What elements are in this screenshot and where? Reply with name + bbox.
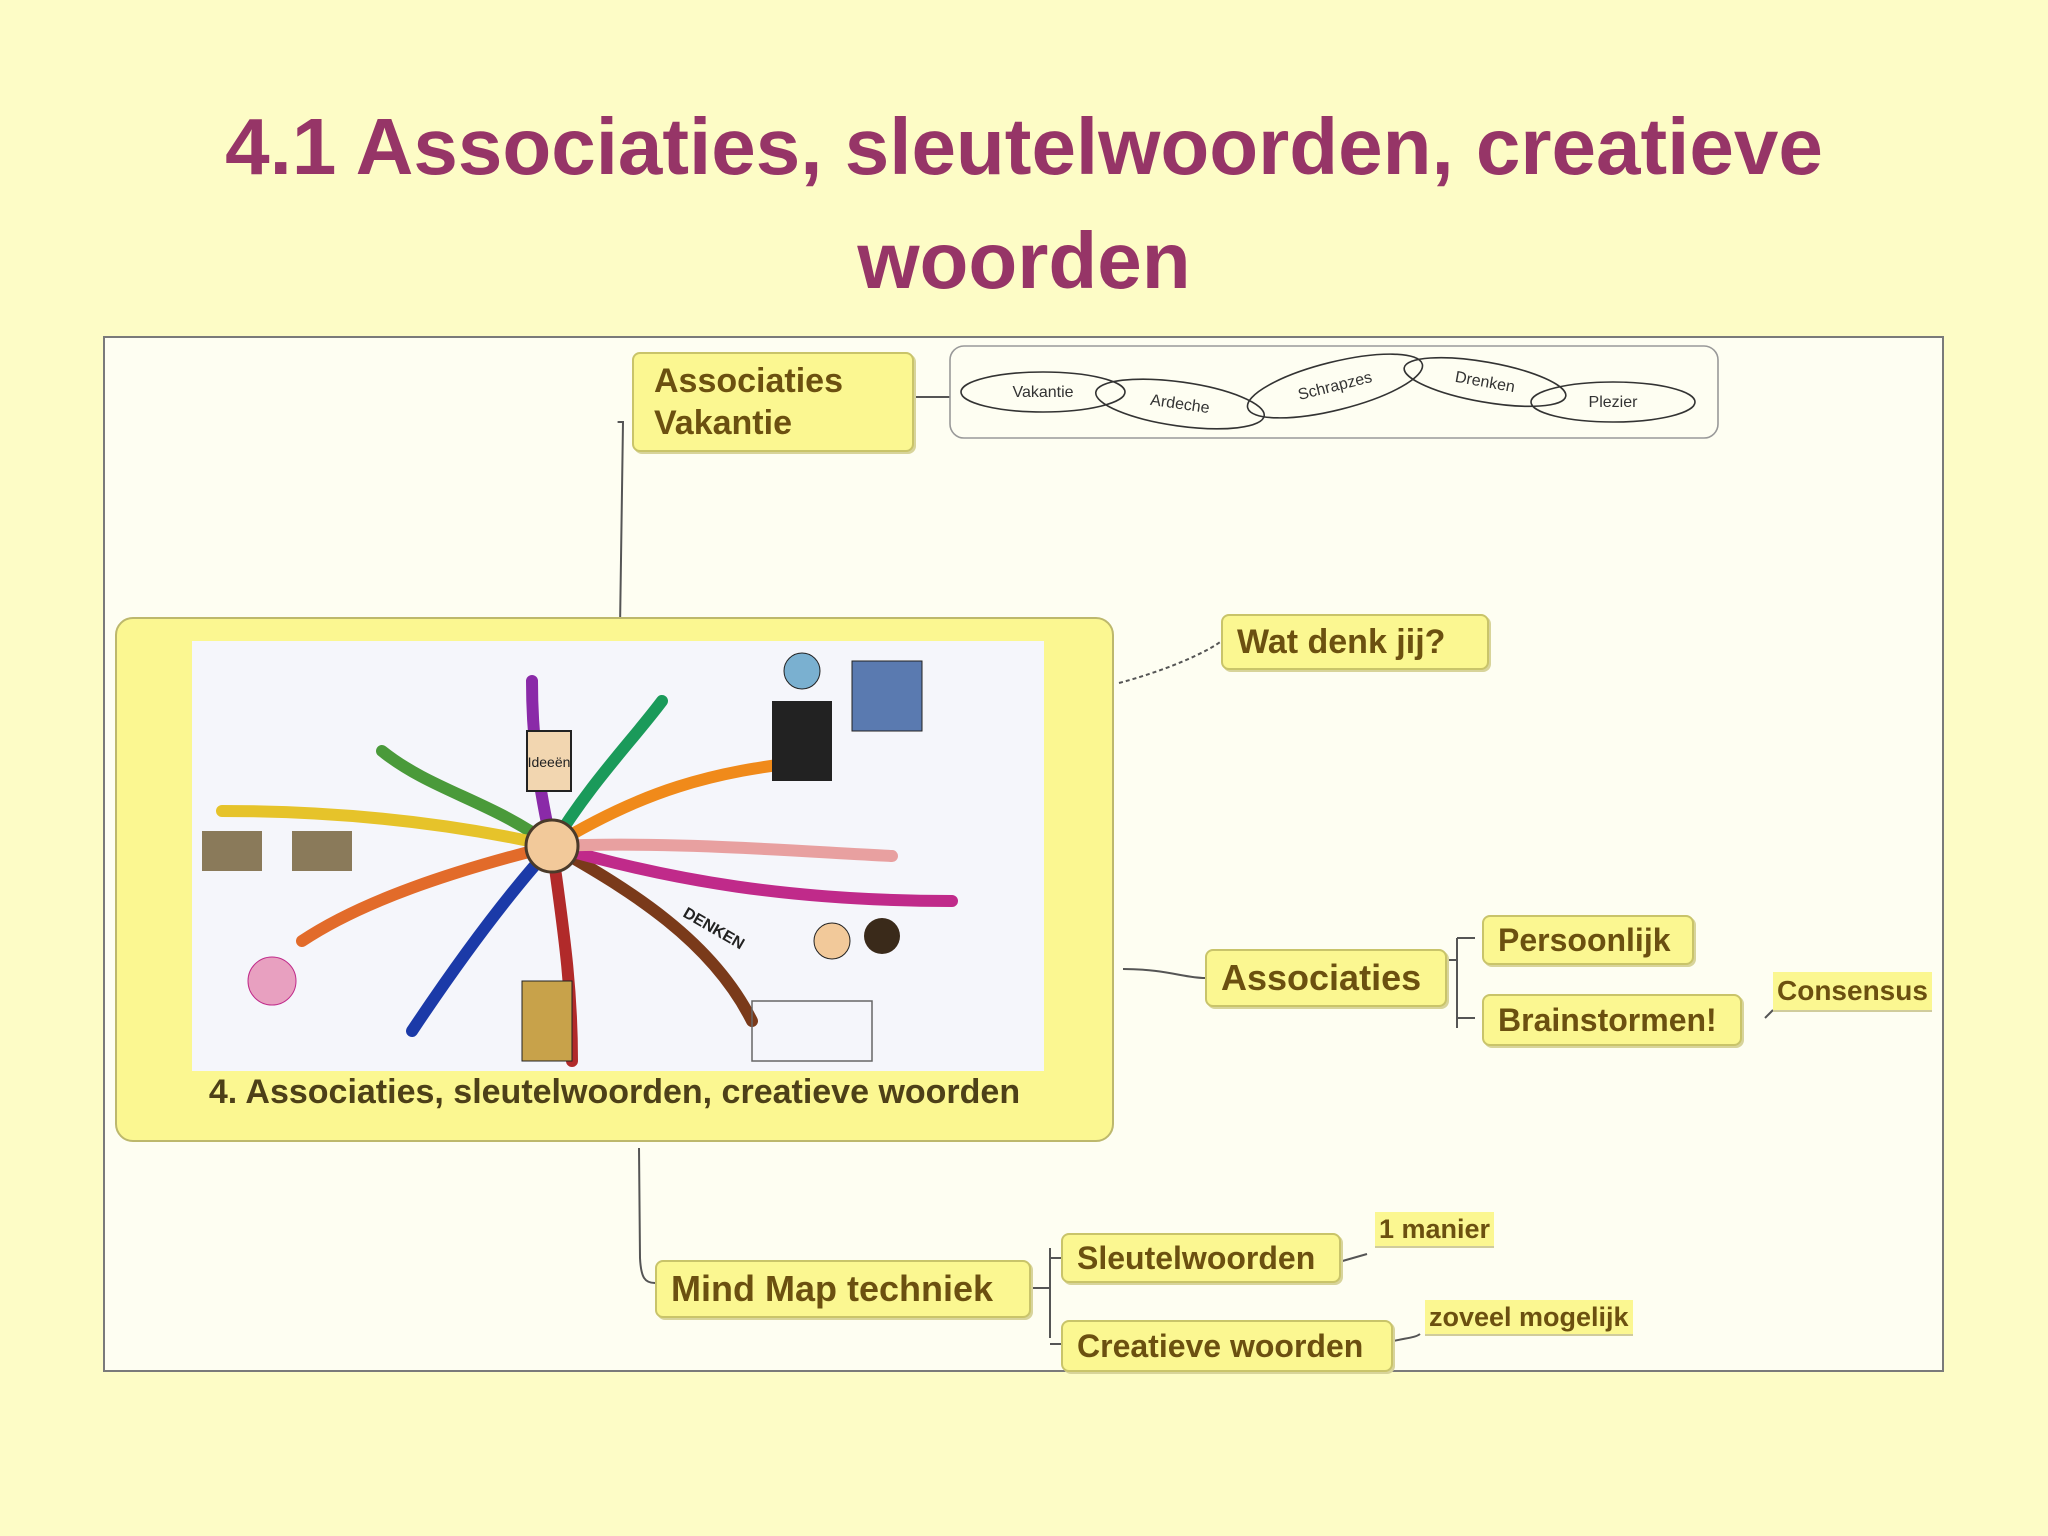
- illustration-branch-orange: [296, 840, 558, 947]
- node-sleutelwoorden[interactable]: Sleutelwoorden: [1061, 1233, 1341, 1283]
- slide-title-line-1: 4.1 Associaties, sleutelwoorden, creatie…: [225, 102, 1823, 191]
- leaf-zoveel-mogelijk: zoveel mogelijk: [1425, 1300, 1633, 1336]
- illustration-grid: [751, 1000, 873, 1062]
- chain-word-5: Plezier: [1589, 394, 1639, 411]
- line-to-persoonlijk-brainstormen: [1445, 937, 1475, 1028]
- illustration-box-2: [292, 831, 352, 871]
- line-to-sleutel-creatieve: [1027, 1248, 1063, 1345]
- chain-ellipse-1: [960, 371, 1126, 413]
- leaf-1-manier: 1 manier: [1375, 1212, 1495, 1248]
- illustration-hand: [526, 730, 572, 792]
- illustration-center-face: [524, 818, 580, 874]
- node-brainstormen[interactable]: Brainstormen!: [1482, 994, 1742, 1046]
- line-to-zoveel: [1388, 1333, 1421, 1343]
- node-creatieve-woorden[interactable]: Creatieve woorden: [1061, 1320, 1393, 1372]
- illustration-branch-brown: [546, 840, 758, 1027]
- slide-title-line-2: woorden: [857, 216, 1191, 305]
- chain-ellipse-5: [1530, 381, 1696, 423]
- illustration-branch-pink: [546, 838, 898, 862]
- mind-map-illustration: Ideeën DENKEN: [192, 641, 1044, 1071]
- illustration-branch-magenta: [546, 840, 958, 907]
- illustration-box-1: [202, 831, 262, 871]
- chain-ellipse-2: [1094, 378, 1266, 430]
- line-to-wat-denk-jij: [1118, 637, 1226, 684]
- node-mind-map-techniek[interactable]: Mind Map techniek: [655, 1260, 1031, 1318]
- line-to-1-manier: [1338, 1253, 1368, 1263]
- illustration-monitor: [851, 660, 923, 732]
- mind-map-illustration-drawing: Ideeën DENKEN: [202, 652, 958, 1067]
- illustration-brain: [247, 956, 297, 1006]
- chain-word-2: Ardeche: [1149, 392, 1210, 417]
- association-chain: [949, 345, 1719, 439]
- slide-title: 4.1 Associaties, sleutelwoorden, creatie…: [0, 90, 2048, 318]
- illustration-door: [521, 980, 573, 1062]
- illustration-face-2: [813, 922, 851, 960]
- chain-word-3: Schrapzes: [1296, 369, 1373, 404]
- node-associaties[interactable]: Associaties: [1205, 949, 1447, 1007]
- chain-ellipse-3: [1246, 353, 1424, 419]
- illustration-face-3: [864, 918, 900, 954]
- line-center-to-assoc-vakantie: [617, 421, 625, 629]
- leaf-consensus: Consensus: [1773, 972, 1932, 1012]
- chain-ellipse-4: [1403, 356, 1567, 408]
- node-wat-denk-jij[interactable]: Wat denk jij?: [1221, 614, 1489, 670]
- chain-word-1: Vakantie: [1012, 384, 1073, 401]
- chain-word-4: Drenken: [1454, 369, 1517, 396]
- central-node[interactable]: Ideeën DENKEN 4. Associaties, sleutelwoo…: [115, 617, 1114, 1142]
- illustration-branch-yellow: [216, 805, 558, 852]
- illustration-clock: [783, 652, 821, 690]
- node-persoonlijk[interactable]: Persoonlijk: [1482, 915, 1694, 965]
- line-to-associaties: [1122, 968, 1206, 979]
- illustration-ideeen: Ideeën: [528, 754, 571, 770]
- illustration-branch-blue: [406, 840, 558, 1037]
- central-node-label: 4. Associaties, sleutelwoorden, creatiev…: [208, 1073, 1021, 1111]
- node-associaties-vakantie[interactable]: Associaties Vakantie: [632, 352, 914, 452]
- chain-frame: [949, 345, 1719, 439]
- illustration-person: [772, 701, 832, 781]
- node-assoc-vakantie-line1: Associaties: [654, 362, 843, 400]
- line-to-consensus: [1764, 1009, 1774, 1019]
- line-center-to-mindmap-techniek: [638, 1147, 656, 1284]
- node-assoc-vakantie-line2: Vakantie: [654, 404, 792, 442]
